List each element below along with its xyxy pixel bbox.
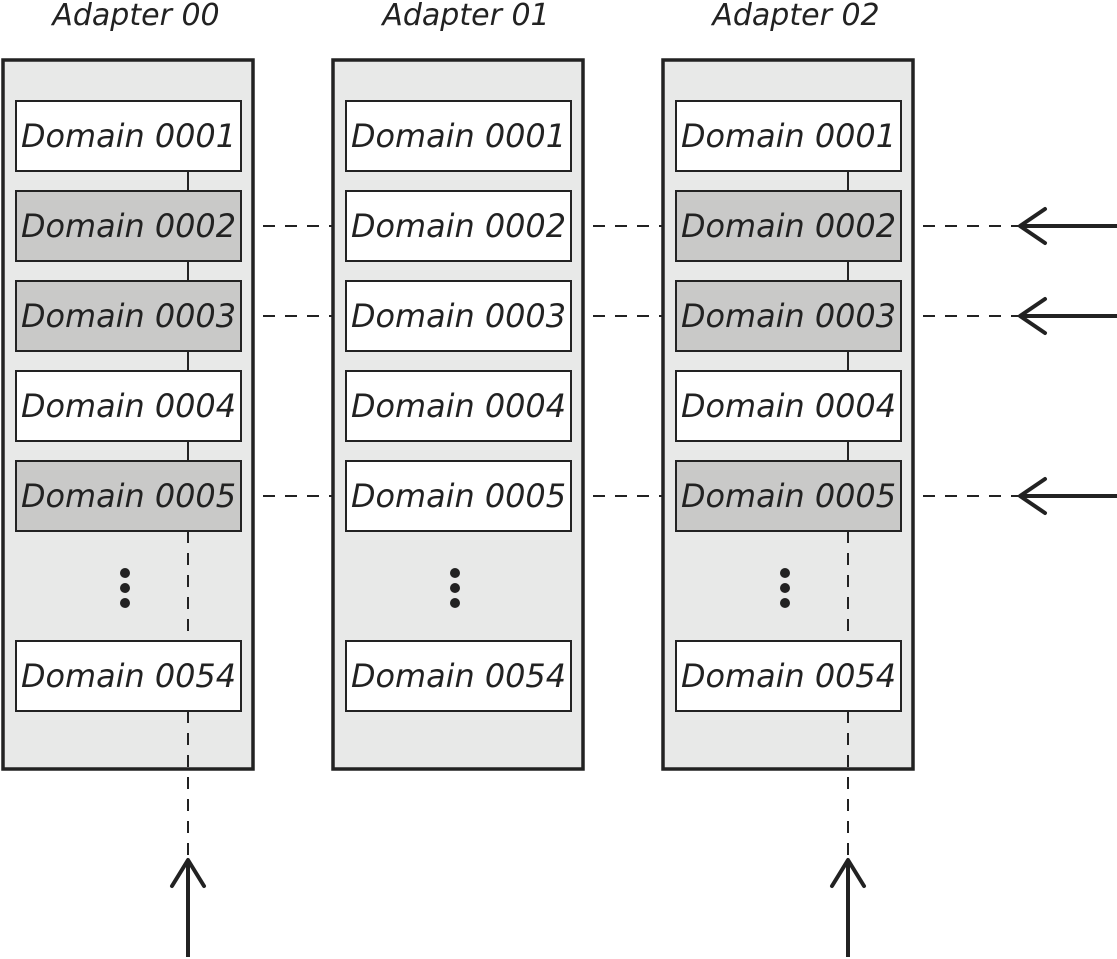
adapter-title: Adapter 02 (710, 0, 879, 33)
domain-label: Domain 0005 (681, 477, 896, 515)
domain-box-domain-0004: Domain 0004 (345, 370, 572, 442)
ellipsis-dot (120, 568, 130, 578)
domain-box-domain-0003: Domain 0003 (345, 280, 572, 352)
domain-box-frame (345, 460, 572, 532)
domain-box-frame (15, 460, 242, 532)
ellipsis-dot (450, 598, 460, 608)
domain-box-domain-0002: Domain 0002 (675, 190, 902, 262)
domain-box-domain-0004: Domain 0004 (675, 370, 902, 442)
domain-box-domain-0005: Domain 0005 (15, 460, 242, 532)
adapter-title: Adapter 00 (50, 0, 219, 33)
domain-box-domain-0001: Domain 0001 (15, 100, 242, 172)
domain-box-frame (15, 190, 242, 262)
domain-box-frame (675, 370, 902, 442)
domain-label: Domain 0003 (351, 297, 566, 335)
domain-label: Domain 0005 (351, 477, 566, 515)
domain-label: Domain 0054 (351, 657, 566, 695)
ellipsis-dot (780, 568, 790, 578)
ellipsis-dot (120, 598, 130, 608)
domain-label: Domain 0004 (21, 387, 236, 425)
domain-box-frame (345, 370, 572, 442)
domain-box-domain-0005: Domain 0005 (675, 460, 902, 532)
domain-box-frame (675, 640, 902, 712)
domain-box-frame (675, 190, 902, 262)
domain-box-domain-0002: Domain 0002 (345, 190, 572, 262)
ellipsis-dot (450, 568, 460, 578)
domain-label: Domain 0003 (681, 297, 896, 335)
ellipsis-dot (780, 598, 790, 608)
domain-box-domain-0005: Domain 0005 (345, 460, 572, 532)
incoming-arrow-domain-0003 (1018, 297, 1117, 335)
incoming-arrow-domain-0005 (1018, 477, 1117, 515)
domain-box-frame (345, 190, 572, 262)
domain-label: Domain 0002 (351, 207, 566, 245)
domain-box-frame (675, 460, 902, 532)
domain-box-domain-0054: Domain 0054 (675, 640, 902, 712)
domain-box-frame (15, 640, 242, 712)
domain-label: Domain 0001 (351, 117, 566, 155)
domain-box-frame (15, 370, 242, 442)
domain-label: Domain 0054 (21, 657, 236, 695)
adapter-title: Adapter 01 (380, 0, 549, 33)
domain-label: Domain 0004 (351, 387, 566, 425)
domain-box-frame (345, 280, 572, 352)
domain-label: Domain 0002 (681, 207, 896, 245)
domain-box-domain-0054: Domain 0054 (345, 640, 572, 712)
domain-box-domain-0001: Domain 0001 (345, 100, 572, 172)
domain-box-domain-0001: Domain 0001 (675, 100, 902, 172)
domain-label: Domain 0005 (21, 477, 236, 515)
arrows-layer (170, 207, 1117, 957)
domain-box-frame (15, 280, 242, 352)
domain-label: Domain 0003 (21, 297, 236, 335)
domain-label: Domain 0002 (21, 207, 236, 245)
domain-box-frame (675, 280, 902, 352)
ellipsis-dot (450, 583, 460, 593)
domain-box-frame (15, 100, 242, 172)
domain-label: Domain 0001 (21, 117, 236, 155)
domain-box-frame (345, 640, 572, 712)
domain-box-domain-0054: Domain 0054 (15, 640, 242, 712)
domain-box-domain-0003: Domain 0003 (15, 280, 242, 352)
bottom-arrow-adapter-00 (170, 858, 206, 957)
domain-label: Domain 0054 (681, 657, 896, 695)
domain-label: Domain 0004 (681, 387, 896, 425)
domain-box-domain-0004: Domain 0004 (15, 370, 242, 442)
ellipsis-dot (120, 583, 130, 593)
domain-box-domain-0003: Domain 0003 (675, 280, 902, 352)
incoming-arrow-domain-0002 (1018, 207, 1117, 245)
domain-box-frame (675, 100, 902, 172)
domain-label: Domain 0001 (681, 117, 896, 155)
domain-box-domain-0002: Domain 0002 (15, 190, 242, 262)
domain-box-frame (345, 100, 572, 172)
bottom-arrow-adapter-02 (830, 858, 866, 957)
ellipsis-dot (780, 583, 790, 593)
